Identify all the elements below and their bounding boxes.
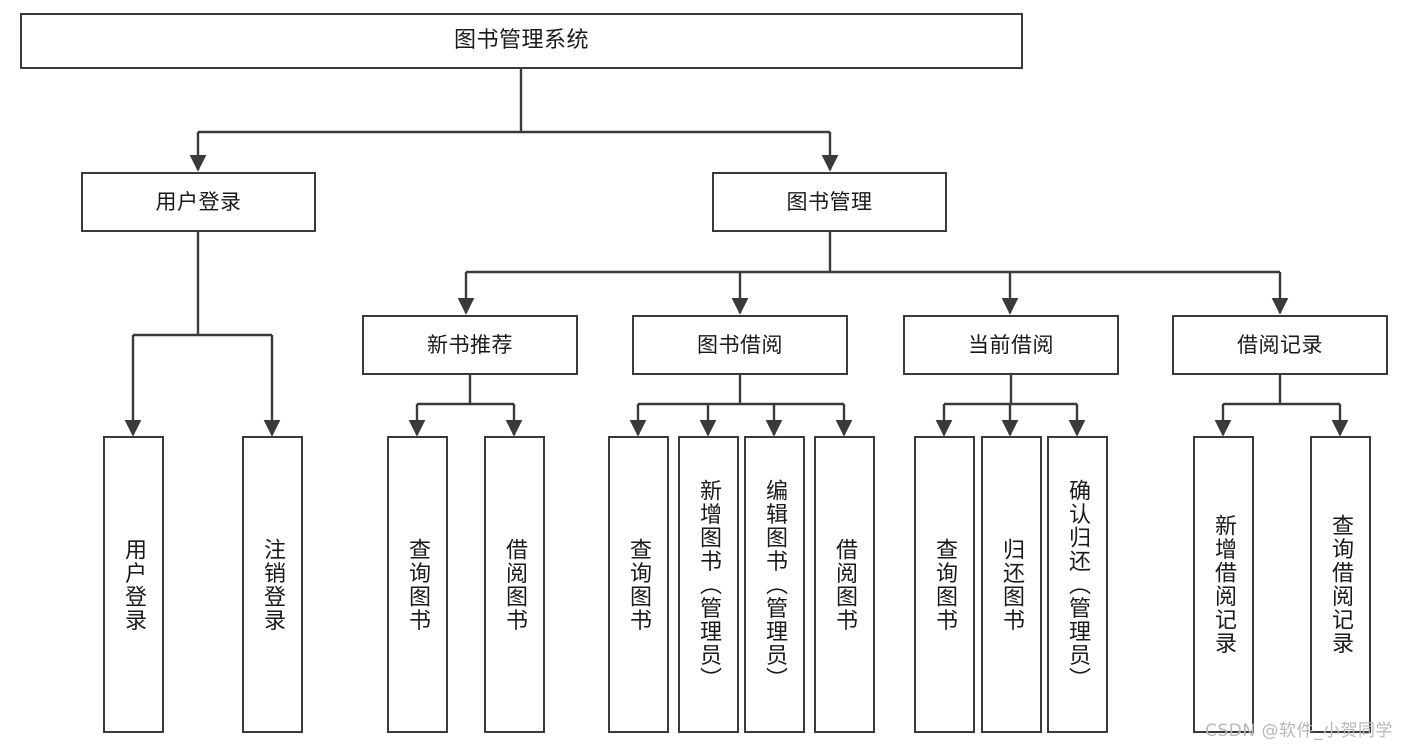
watermark-text: CSDN @软件_小贺同学: [1205, 721, 1393, 741]
node-leaf-borrow-book-2[interactable]: 借阅图书: [814, 436, 875, 733]
node-leaf-borrow-book-1[interactable]: 借阅图书: [484, 436, 545, 733]
node-root[interactable]: 图书管理系统: [20, 13, 1023, 69]
node-leaf-edit-book[interactable]: 编辑图书（管理员）: [744, 436, 805, 733]
node-root-label: 图书管理系统: [453, 28, 589, 54]
node-leaf-return-book-label: 归还图书: [999, 537, 1025, 632]
node-book-manage[interactable]: 图书管理: [712, 172, 947, 232]
node-leaf-logout-label: 注销登录: [260, 537, 286, 632]
node-leaf-add-book[interactable]: 新增图书（管理员）: [678, 436, 739, 733]
node-leaf-add-record[interactable]: 新增借阅记录: [1193, 436, 1254, 733]
node-current-borrow-label: 当前借阅: [968, 332, 1054, 357]
node-leaf-query-book-3[interactable]: 查询图书: [914, 436, 975, 733]
node-new-book-rec-label: 新书推荐: [427, 332, 513, 357]
node-user-login-label: 用户登录: [155, 189, 242, 214]
node-leaf-confirm-return-label: 确认归还（管理员）: [1065, 478, 1091, 691]
node-leaf-query-record-label: 查询借阅记录: [1328, 514, 1354, 655]
node-leaf-user-login-label: 用户登录: [121, 537, 147, 632]
node-current-borrow[interactable]: 当前借阅: [903, 315, 1119, 375]
node-leaf-user-login[interactable]: 用户登录: [103, 436, 164, 733]
node-leaf-query-book-2-label: 查询图书: [626, 537, 652, 632]
node-book-borrow-label: 图书借阅: [697, 332, 783, 357]
node-leaf-query-book-2[interactable]: 查询图书: [608, 436, 669, 733]
node-borrow-record-label: 借阅记录: [1237, 332, 1323, 357]
node-user-login[interactable]: 用户登录: [81, 172, 316, 232]
node-leaf-query-book-1[interactable]: 查询图书: [387, 436, 448, 733]
node-leaf-query-record[interactable]: 查询借阅记录: [1310, 436, 1371, 733]
node-leaf-edit-book-label: 编辑图书（管理员）: [762, 478, 788, 691]
node-leaf-borrow-book-1-label: 借阅图书: [502, 537, 528, 632]
node-leaf-return-book[interactable]: 归还图书: [981, 436, 1042, 733]
node-leaf-query-book-3-label: 查询图书: [932, 537, 958, 632]
node-book-manage-label: 图书管理: [786, 189, 873, 214]
node-leaf-logout[interactable]: 注销登录: [242, 436, 303, 733]
node-book-borrow[interactable]: 图书借阅: [632, 315, 848, 375]
node-leaf-confirm-return[interactable]: 确认归还（管理员）: [1047, 436, 1108, 733]
node-leaf-borrow-book-2-label: 借阅图书: [832, 537, 858, 632]
node-leaf-add-record-label: 新增借阅记录: [1211, 514, 1237, 655]
node-new-book-rec[interactable]: 新书推荐: [362, 315, 578, 375]
node-borrow-record[interactable]: 借阅记录: [1172, 315, 1388, 375]
node-leaf-query-book-1-label: 查询图书: [405, 537, 431, 632]
node-leaf-add-book-label: 新增图书（管理员）: [696, 478, 722, 691]
